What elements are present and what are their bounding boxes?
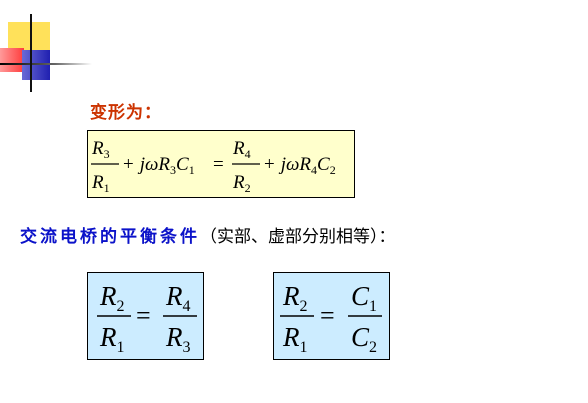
subtitle-transform: 变形为：	[90, 103, 162, 123]
balance-condition-heading: 交流电桥的平衡条件（实部、虚部分别相等）：	[20, 222, 396, 247]
fraction-r3-over-r1: R3 R1	[91, 138, 119, 195]
equation-box-transformed	[87, 130, 355, 198]
equation-real-part: R2 R1 = R4 R3	[97, 281, 197, 356]
eq3-rhs-num: C1	[351, 281, 377, 315]
decor-vertical-line	[30, 14, 32, 92]
eq1-term2: +jωR4C2	[264, 154, 336, 177]
fraction-r4-over-r2: R4 R2	[232, 138, 260, 195]
eq2-lhs-num: R2	[99, 281, 125, 315]
decor-blue-square	[22, 50, 50, 80]
eq1-frac1-num: R3	[91, 138, 110, 161]
eq3-lhs-den: R1	[282, 322, 308, 356]
equation-imag-part: R2 R1 = C1 C2	[280, 281, 382, 356]
heading-main-text: 交流电桥的平衡条件	[20, 227, 200, 247]
eq2-rhs-den: R3	[165, 322, 191, 356]
eq1-frac2-den: R2	[232, 172, 251, 195]
eq3-rhs-den: C2	[351, 322, 377, 356]
eq3-equals: =	[320, 301, 335, 330]
eq1-term1: +jωR3C1	[123, 154, 195, 177]
eq1-frac1-den: R1	[91, 172, 110, 195]
heading-note-text: （实部、虚部分别相等）：	[200, 227, 396, 247]
eq1-frac2-num: R4	[232, 138, 251, 161]
decor-horizontal-line	[0, 63, 92, 65]
equation-transformed: R3 R1 +jωR3C1 = R4 R2 +jωR4C2	[91, 138, 336, 195]
eq3-lhs-num: R2	[282, 281, 308, 315]
eq1-equals: =	[213, 154, 224, 175]
decor-red-square	[0, 48, 24, 72]
eq2-rhs-num: R4	[165, 281, 191, 315]
eq2-lhs-den: R1	[99, 322, 125, 356]
eq2-equals: =	[136, 301, 151, 330]
